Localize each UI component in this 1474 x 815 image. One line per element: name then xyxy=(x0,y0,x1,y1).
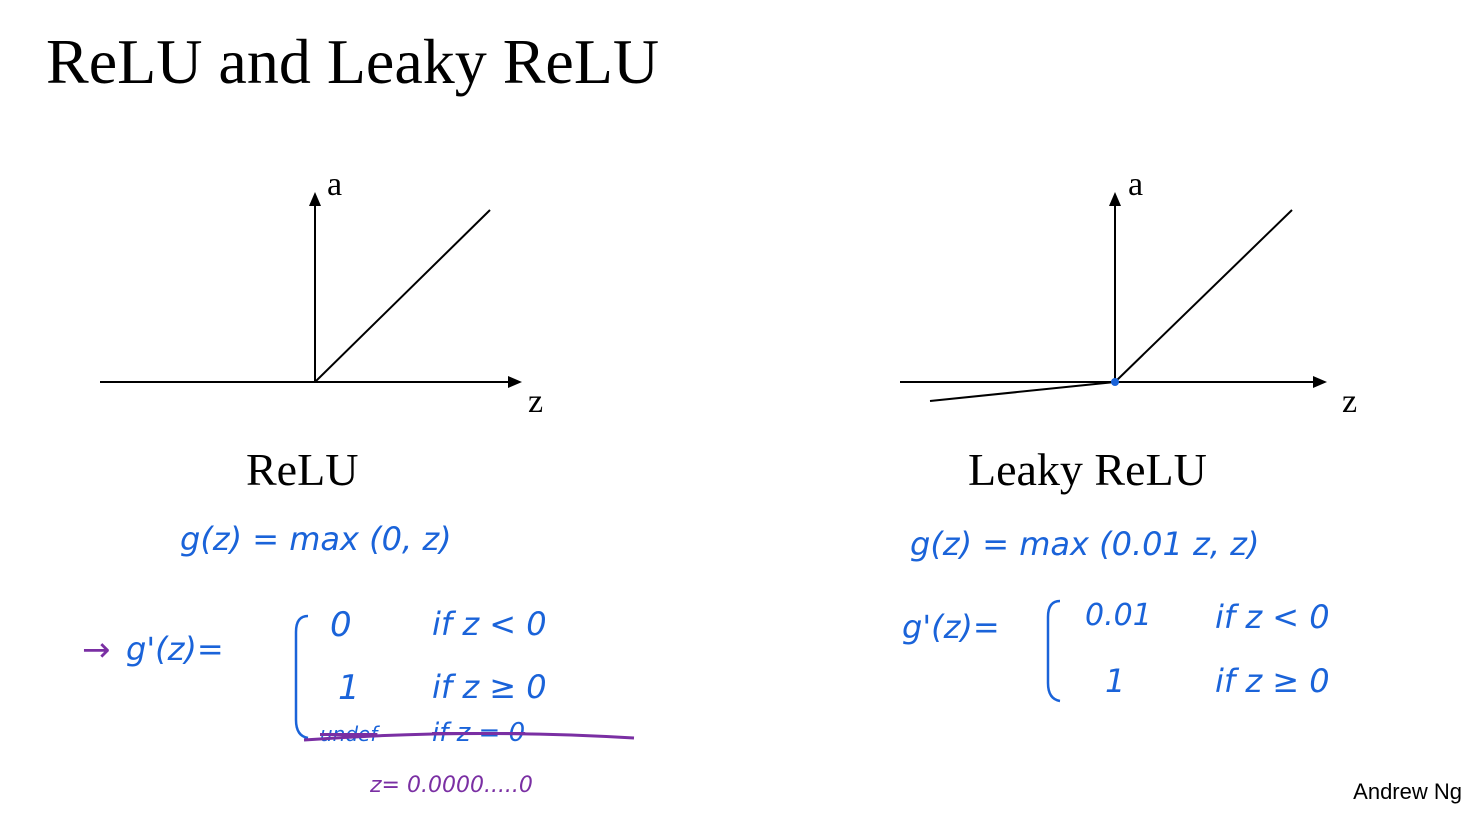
leaky-relu-name: Leaky ReLU xyxy=(968,444,1207,495)
relu-name: ReLU xyxy=(246,444,359,495)
leaky-case-0-cond: if z < 0 xyxy=(1215,598,1330,636)
relu-y-arrowhead xyxy=(309,192,321,206)
relu-arrow-mark: → xyxy=(82,630,111,670)
leaky-x-arrowhead xyxy=(1313,376,1327,388)
leaky-case-0-value: 0.01 xyxy=(1085,598,1152,633)
leaky-relu-graph xyxy=(900,192,1327,402)
leaky-derivative-lhs: g'(z)= xyxy=(902,608,1000,646)
relu-case-0-value: 0 xyxy=(330,605,352,645)
leaky-y-arrowhead xyxy=(1109,192,1121,206)
relu-case-2-value: undef xyxy=(320,722,378,746)
slide-title: ReLU and Leaky ReLU xyxy=(46,26,660,97)
relu-note: z= 0.0000.....0 xyxy=(370,773,533,798)
leaky-origin-dot xyxy=(1111,378,1119,386)
author-footer: Andrew Ng xyxy=(1353,779,1462,804)
relu-derivative-lhs: g'(z)= xyxy=(126,630,224,668)
relu-formula: g(z) = max (0, z) xyxy=(180,520,452,558)
relu-case-1-value: 1 xyxy=(338,668,360,708)
leaky-curve-positive xyxy=(1114,209,1293,383)
leaky-case-1-value: 1 xyxy=(1105,662,1126,700)
relu-strikethrough xyxy=(303,731,635,742)
relu-curve-positive xyxy=(314,209,491,383)
leaky-case-1-cond: if z ≥ 0 xyxy=(1215,662,1330,700)
leaky-curve-negative xyxy=(929,381,1116,402)
relu-x-axis-label: z xyxy=(528,383,544,420)
leaky-y-axis-label: a xyxy=(1128,166,1144,203)
relu-graph xyxy=(100,192,522,388)
leaky-x-axis-label: z xyxy=(1342,383,1358,420)
relu-y-axis-label: a xyxy=(327,166,343,203)
leaky-formula: g(z) = max (0.01 z, z) xyxy=(910,525,1260,563)
leaky-brace xyxy=(1046,599,1061,703)
relu-x-arrowhead xyxy=(508,376,522,388)
relu-brace xyxy=(294,614,309,740)
relu-case-0-cond: if z < 0 xyxy=(432,605,547,643)
relu-case-1-cond: if z ≥ 0 xyxy=(432,668,547,706)
